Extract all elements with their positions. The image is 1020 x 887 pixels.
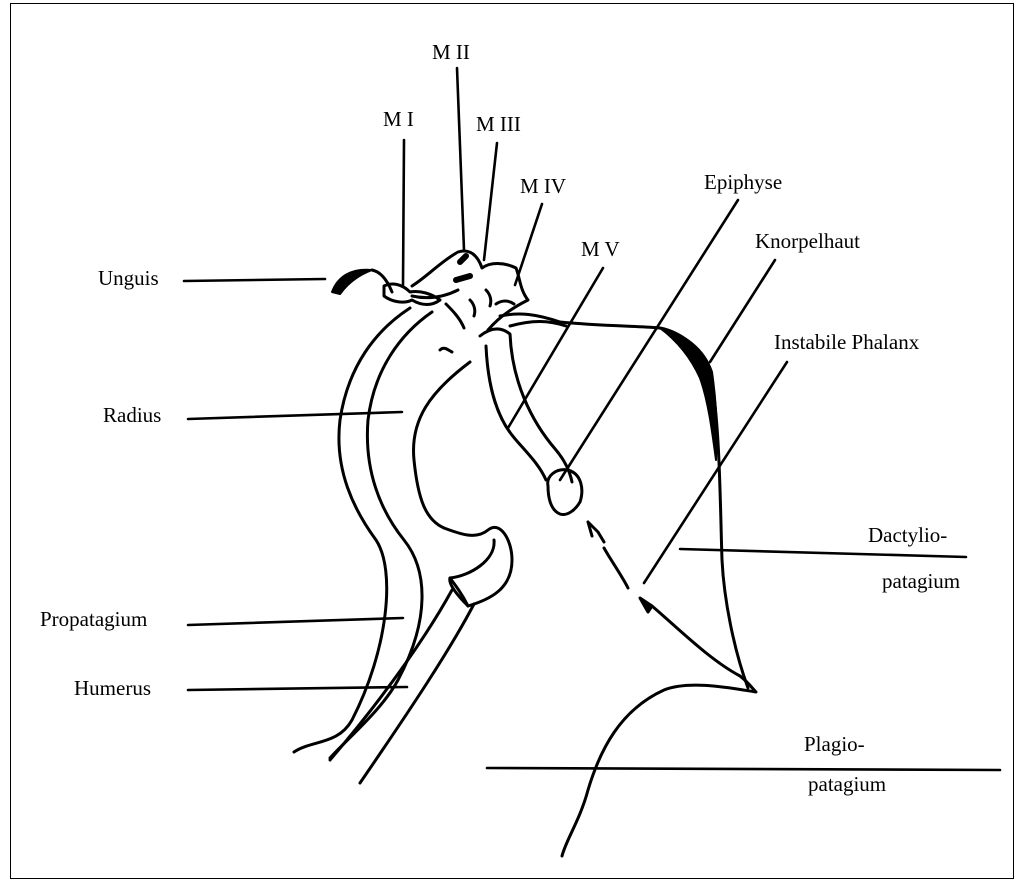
- wing-trailing-edge: [562, 606, 756, 856]
- leader-knorpelhaut: [710, 260, 775, 362]
- label-epiphyse: Epiphyse: [704, 172, 782, 193]
- label-dactylio-2: patagium: [882, 571, 960, 592]
- wrist: [412, 251, 528, 330]
- leader-plagio: [487, 768, 1000, 770]
- label-m2: M II: [432, 42, 470, 63]
- leader-humerus: [188, 687, 407, 690]
- label-m5: M V: [581, 239, 620, 260]
- claw: [332, 270, 372, 294]
- phalanx-fragment-2: [604, 548, 628, 588]
- radius-inner: [330, 312, 432, 758]
- label-dactylio-1: Dactylio-: [868, 525, 947, 546]
- leader-m3: [484, 143, 497, 260]
- leader-propatagium: [188, 618, 403, 625]
- label-unguis: Unguis: [98, 268, 159, 289]
- phalanx-fragment-3: [640, 598, 652, 612]
- leader-unguis: [184, 279, 325, 281]
- label-humerus: Humerus: [74, 678, 151, 699]
- label-instabile-phalanx: Instabile Phalanx: [774, 332, 919, 353]
- label-radius: Radius: [103, 405, 161, 426]
- leader-m1: [403, 140, 404, 285]
- label-plagio-2: patagium: [808, 774, 886, 795]
- epiphyse: [548, 470, 582, 515]
- label-propatagium: Propatagium: [40, 609, 147, 630]
- radius-outer: [294, 308, 410, 752]
- label-m1: M I: [383, 109, 414, 130]
- label-m4: M IV: [520, 176, 566, 197]
- label-m3: M III: [476, 114, 521, 135]
- label-knorpelhaut: Knorpelhaut: [755, 231, 860, 252]
- knorpelhaut: [660, 328, 717, 460]
- phalanx-fragment-1: [588, 522, 604, 542]
- elbow: [444, 527, 512, 606]
- leader-m2: [457, 68, 464, 250]
- digit-five: [480, 329, 572, 482]
- label-plagio-1: Plagio-: [804, 734, 865, 755]
- leader-lines: [184, 68, 1000, 770]
